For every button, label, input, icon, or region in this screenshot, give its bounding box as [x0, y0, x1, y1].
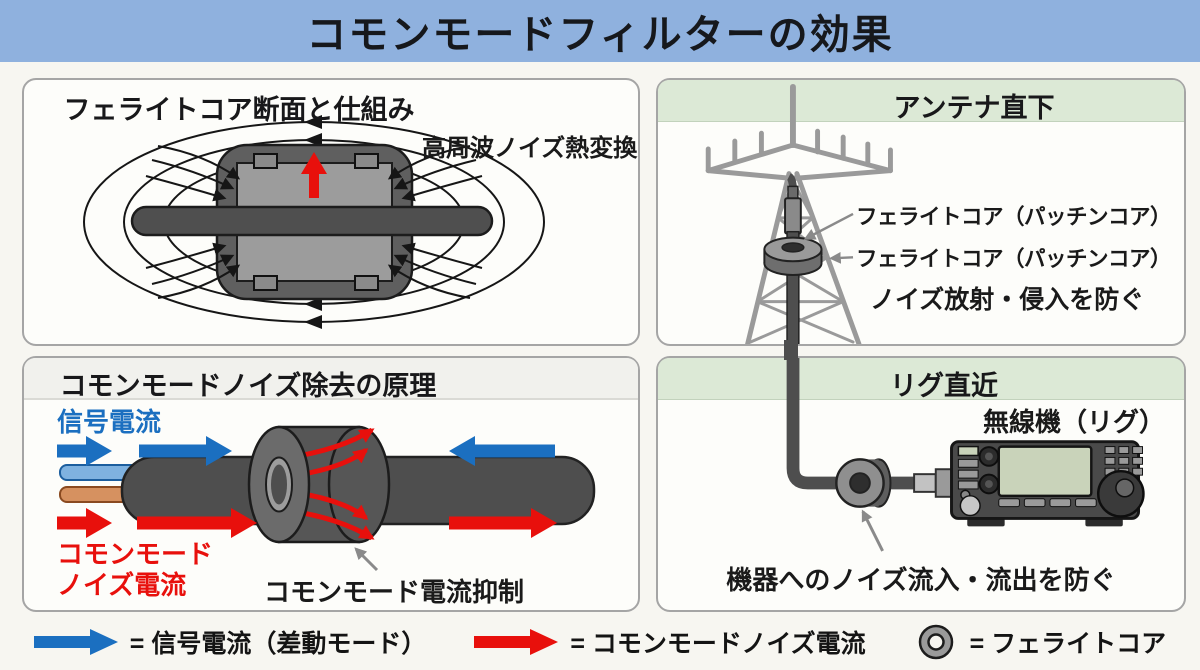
- antenna-note: ノイズ放射・侵入を防ぐ: [870, 286, 1145, 314]
- radio-device-label: 無線機（リグ）: [983, 407, 1166, 437]
- panel-near-rig: リグ直近 無線機（リグ） 機器へのノイズ流入・流出を防ぐ: [656, 356, 1186, 612]
- core-pointer-arrow: [861, 509, 884, 552]
- heat-up-arrow: [301, 152, 327, 198]
- noise-current-label: コモンモード ノイズ電流: [57, 539, 214, 600]
- legend-item-core: = フェライトコア: [914, 620, 1167, 664]
- ferrite-panel-title: フェライトコア断面と仕組み: [63, 95, 415, 125]
- label-pointer-arrows: [803, 212, 854, 264]
- title-bar: コモンモードフィルターの効果: [0, 0, 1200, 62]
- rig-note: 機器へのノイズ流入・流出を防ぐ: [726, 565, 1116, 595]
- coax-connector: [784, 197, 802, 235]
- antenna-panel-header: [658, 80, 1184, 122]
- ferrite-core-icon: [918, 624, 953, 660]
- radio-screen: [997, 445, 1093, 498]
- noise-removal-drawing: [57, 425, 596, 572]
- panel-ferrite-core: フェライトコア断面と仕組み 高周波ノイズ熱変換: [22, 78, 640, 346]
- legend-item-noise: = コモンモードノイズ電流: [474, 624, 866, 660]
- panel-noise-removal-principle: コモンモードノイズ除去の原理 信号電流 コモンモード ノイズ電流 コモンモード電…: [22, 356, 640, 612]
- rig-panel-title: リグ直近: [890, 371, 998, 401]
- legend-signal-label: = 信号電流（差動モード）: [129, 630, 427, 658]
- legend-core-label: = フェライトコア: [969, 630, 1167, 658]
- ferrite-core-label-top: フェライトコア（パッチンコア）: [856, 205, 1172, 229]
- rig-panel-header: [658, 358, 1184, 400]
- rig-drawing: [786, 358, 1145, 552]
- cable-bridge: [784, 340, 798, 360]
- snap-on-ferrite-core: [763, 236, 823, 277]
- cable-through-core: [130, 205, 494, 237]
- signal-current-label: 信号電流: [57, 407, 162, 437]
- blue-arrow-icon: [33, 629, 118, 655]
- signal-current-arrows: [57, 436, 555, 466]
- legend: = 信号電流（差動モード） = コモンモードノイズ電流 = フェライトコア: [0, 614, 1200, 670]
- antenna-tower-drawing: [705, 83, 893, 344]
- antenna-panel-title: アンテナ直下: [893, 93, 1055, 123]
- radio-transceiver-icon: [950, 440, 1145, 527]
- coax-cable: [784, 173, 802, 344]
- coax-cable-bend: [786, 358, 956, 490]
- converging-field-arrows: [145, 145, 483, 299]
- field-line-arrowheads: [304, 115, 322, 329]
- principle-panel-header: [24, 358, 638, 400]
- ferrite-core-label-bottom: フェライトコア（パッチンコア）: [856, 247, 1172, 271]
- heat-conversion-label: 高周波ノイズ熱変換: [422, 135, 638, 162]
- core-corner-chips: [253, 153, 379, 291]
- legend-noise-label: = コモンモードノイズ電流: [570, 630, 866, 658]
- suppression-pointer-arrow: [354, 547, 379, 572]
- ferrite-core-cross-section-drawing: [83, 115, 545, 329]
- snap-on-ferrite-core: [835, 458, 892, 508]
- ferrite-core-cylinder: [247, 425, 391, 544]
- noise-current-arrows: [57, 508, 557, 538]
- principle-panel-title: コモンモードノイズ除去の原理: [59, 371, 437, 401]
- page-title: コモンモードフィルターの効果: [306, 13, 894, 57]
- radio-function-buttons: [998, 446, 1143, 508]
- legend-item-signal: = 信号電流（差動モード）: [33, 624, 427, 660]
- antenna-plug: [913, 468, 953, 498]
- red-arrow-icon: [474, 629, 559, 655]
- suppression-label: コモンモード電流抑制: [264, 577, 525, 607]
- panel-antenna-base: アンテナ直下 フェライトコア（パッチンコア） フェライトコア（パッチンコア） ノ…: [656, 78, 1186, 346]
- radio-knobs: [978, 446, 1000, 495]
